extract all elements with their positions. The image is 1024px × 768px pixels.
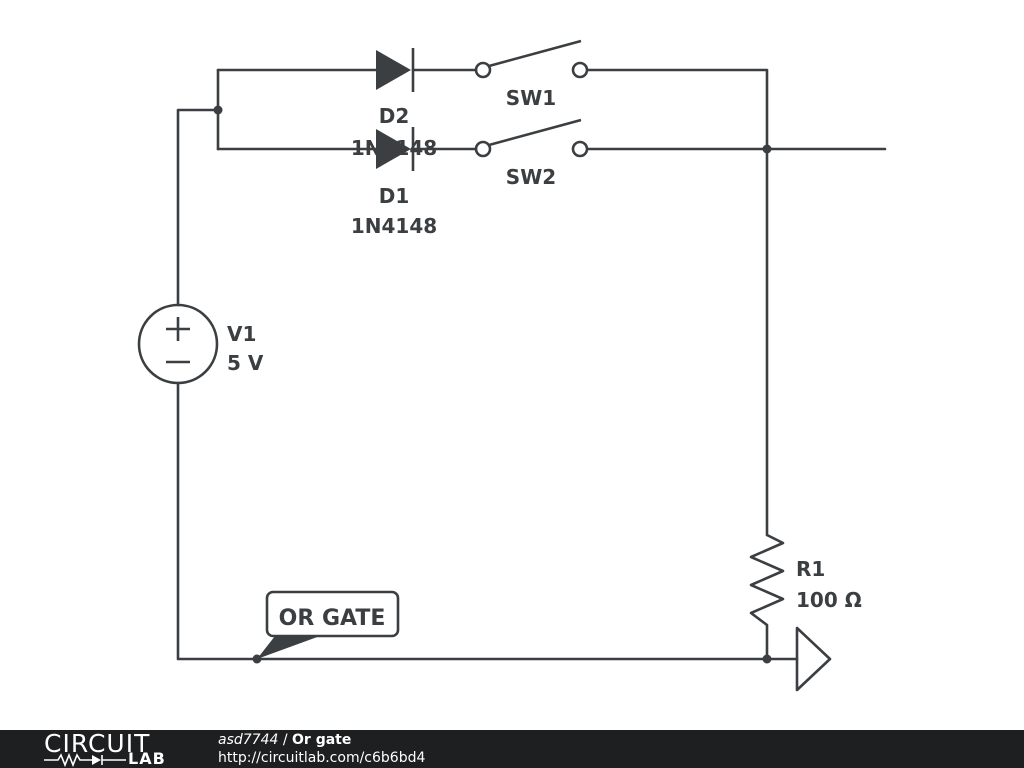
sw1-label: SW1 xyxy=(506,86,556,110)
wire-bottom xyxy=(176,381,799,661)
r1-value-label: 100 Ω xyxy=(796,588,862,612)
footer-bar: CIRCUIT LAB asd7744 / Or gate http://cir… xyxy=(0,730,1024,768)
footer-title-line: asd7744 / Or gate xyxy=(218,732,351,749)
v1-name-label: V1 xyxy=(227,322,256,346)
schematic-canvas: OR GATE D2 1N4148 D1 1N4148 SW1 SW2 V1 5… xyxy=(137,39,887,692)
d2-name-label: D2 xyxy=(379,104,410,128)
junction-dot xyxy=(762,654,772,664)
switch-sw1[interactable] xyxy=(474,39,589,79)
d1-name-label: D1 xyxy=(379,184,410,208)
voltage-source-v1[interactable] xyxy=(137,303,219,385)
resistor-diode-logo-icon xyxy=(44,753,126,767)
circuitlab-logo-top[interactable]: CIRCUIT xyxy=(44,729,151,758)
net-label-or-gate[interactable]: OR GATE xyxy=(257,590,400,659)
d2-part-label: 1N4148 xyxy=(351,136,437,160)
d1-part-label: 1N4148 xyxy=(351,214,437,238)
diode-d1[interactable] xyxy=(376,127,415,171)
diode-d2[interactable] xyxy=(376,48,415,92)
wire-sw1-right xyxy=(586,68,769,151)
switch-sw2[interactable] xyxy=(474,118,589,158)
v1-value-label: 5 V xyxy=(227,351,264,375)
junction-dot xyxy=(762,144,772,154)
footer-separator: / xyxy=(278,732,293,748)
resistor-r1[interactable] xyxy=(749,533,785,627)
junction-dot xyxy=(213,105,223,115)
circuitlab-logo-bottom: LAB xyxy=(128,749,166,768)
footer-circuit-title: Or gate xyxy=(292,732,352,748)
net-label-text: OR GATE xyxy=(279,606,386,631)
sw2-label: SW2 xyxy=(506,165,556,189)
r1-name-label: R1 xyxy=(796,557,825,581)
ground-symbol xyxy=(795,626,832,692)
wires xyxy=(176,68,887,661)
footer-username[interactable]: asd7744 xyxy=(218,732,279,748)
footer-url-link[interactable]: http://circuitlab.com/c6b6bd4 xyxy=(218,750,426,766)
wire-left-top xyxy=(176,108,220,307)
